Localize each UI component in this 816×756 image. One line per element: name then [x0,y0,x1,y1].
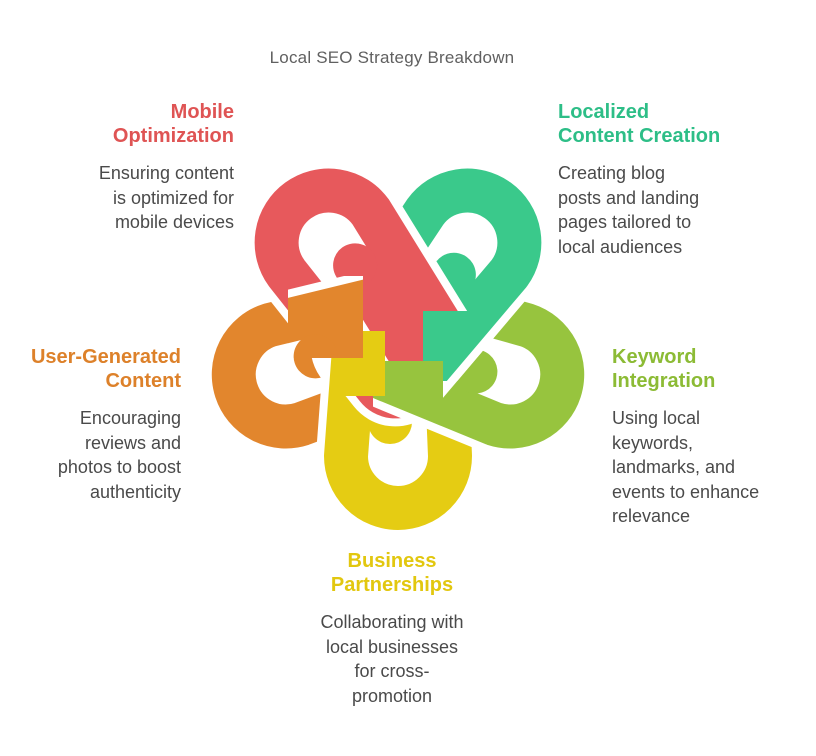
weave-patch-orange [288,276,363,358]
page-title: Local SEO Strategy Breakdown [269,48,515,67]
section-keyword-integration: Keyword Integration Using local keywords… [612,345,807,529]
section-localized-content-creation: Localized Content Creation Creating blog… [558,100,788,259]
keyword-integration-description: Using local keywords, landmarks, and eve… [612,408,760,526]
keyword-integration-heading: Keyword Integration [612,346,716,392]
localized-content-description: Creating blog posts and landing pages ta… [558,163,700,257]
section-business-partnerships: Business Partnerships Collaborating with… [292,549,492,708]
interlocking-loops-graphic [203,160,593,538]
weave-patch-yellow [323,331,385,396]
section-mobile-optimization: Mobile Optimization Ensuring content is … [0,100,234,235]
yellow-loop [323,331,385,396]
localized-content-heading: Localized Content Creation [558,101,721,147]
user-generated-description: Encouraging reviews and photos to boost … [57,408,181,502]
orange-loop [288,276,363,358]
user-generated-heading: User-Generated Content [30,346,181,392]
mobile-optimization-description: Ensuring content is optimized for mobile… [98,163,234,232]
business-partnerships-description: Collaborating with local businesses for … [320,612,464,706]
mobile-optimization-heading: Mobile Optimization [112,101,234,147]
business-partnerships-heading: Business Partnerships [330,550,454,596]
section-user-generated-content: User-Generated Content Encouraging revie… [0,345,181,504]
